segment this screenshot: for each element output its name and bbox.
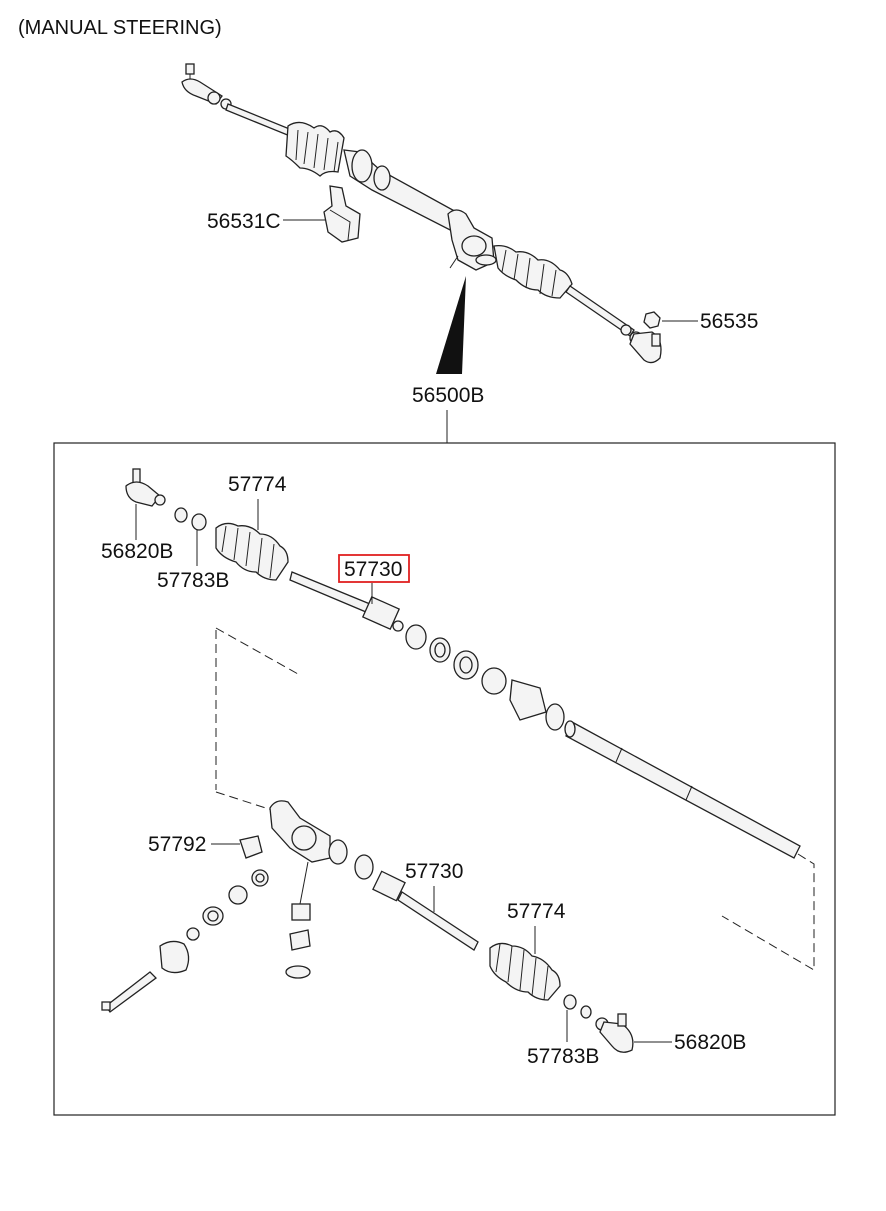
top-nut — [643, 311, 661, 329]
top-left-tie-rod-end — [181, 63, 232, 110]
right-bellows — [489, 942, 561, 1001]
top-left-bellows — [285, 121, 345, 177]
left-small-parts — [174, 507, 207, 531]
right-small-parts — [563, 994, 592, 1019]
label-bellows-right: 57774 — [507, 900, 566, 923]
label-nut-left: 57783B — [157, 569, 229, 592]
top-right-tie-rod-end — [620, 324, 662, 364]
label-bushing: 57792 — [148, 833, 206, 856]
label-nut-right: 57783B — [527, 1045, 599, 1068]
exploded-view-frame — [53, 442, 836, 1116]
diagram-title: (MANUAL STEERING) — [18, 17, 222, 39]
dashed-guide-lines — [215, 627, 815, 971]
pinion-small-parts — [101, 869, 269, 1013]
inner-tie-rod-lower — [372, 870, 479, 951]
assembly-pointer — [436, 276, 466, 374]
label-bellows-left: 57774 — [228, 473, 287, 496]
rack-seals-and-rings — [405, 624, 565, 731]
label-assembly: 56500B — [412, 384, 484, 407]
steering-gear-assembly-drawing — [181, 63, 662, 364]
left-bellows — [215, 522, 289, 581]
right-tie-rod-end — [595, 1013, 634, 1053]
left-tie-rod-end — [125, 468, 166, 507]
label-bracket: 56531C — [207, 210, 281, 233]
label-tie-rod-end-left: 56820B — [101, 540, 173, 563]
highlight-box — [338, 554, 410, 583]
mounting-bracket — [323, 185, 361, 243]
yoke-spring-stack — [285, 861, 311, 979]
pinion-housing — [269, 800, 374, 880]
label-top-nut: 56535 — [700, 310, 758, 333]
rack-bar — [564, 720, 801, 859]
label-inner-rod-lower: 57730 — [405, 860, 463, 883]
label-tie-rod-end-right: 56820B — [674, 1031, 746, 1054]
bushing-57792 — [239, 835, 263, 859]
label-inner-rod-highlighted: 57730 — [344, 558, 402, 581]
inner-tie-rod-upper — [289, 571, 404, 632]
top-right-bellows — [493, 244, 573, 299]
